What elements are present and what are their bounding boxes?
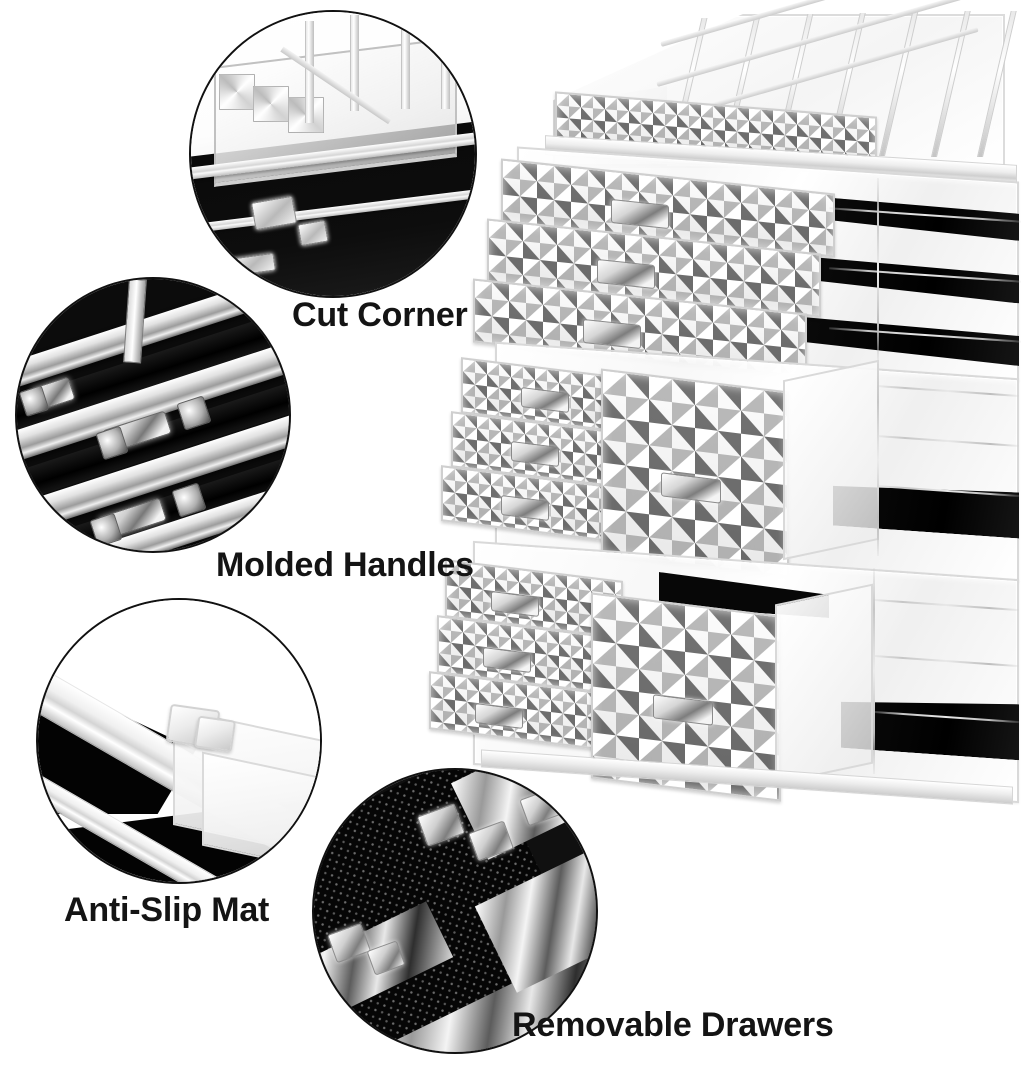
product-photo [425, 0, 1021, 808]
callout-label-anti-slip-mat: Anti-Slip Mat [64, 891, 270, 929]
callout-removable-drawers [312, 768, 598, 1054]
pulled-drawer-side [783, 359, 879, 561]
callout-molded-handles [15, 277, 291, 553]
anti-slip-mat-detail-photo [38, 600, 320, 882]
module-edge [873, 568, 875, 774]
module-edge [877, 178, 879, 362]
callout-cut-corner [189, 10, 477, 298]
callout-anti-slip-mat [36, 598, 322, 884]
pulled-out-drawer-front[interactable] [601, 368, 789, 578]
callout-label-molded-handles: Molded Handles [216, 546, 474, 584]
cut-corner-detail-photo [191, 12, 475, 296]
module-edge [877, 364, 879, 556]
callout-label-cut-corner: Cut Corner [292, 296, 468, 334]
callout-label-removable-drawers: Removable Drawers [512, 1006, 834, 1044]
removable-drawers-detail-photo [314, 770, 596, 1052]
molded-handles-detail-photo [17, 279, 289, 551]
pulled-drawer-side [775, 583, 873, 785]
